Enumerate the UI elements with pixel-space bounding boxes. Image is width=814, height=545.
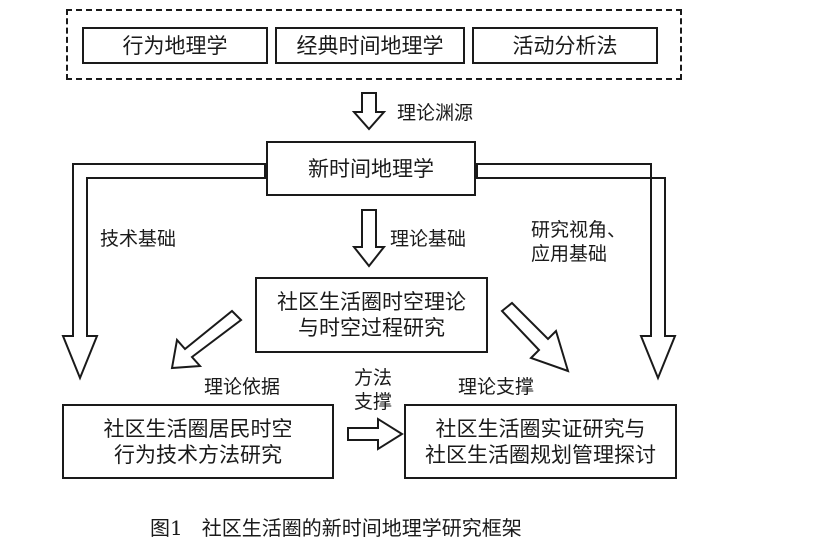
center-box-line-2: 与时空过程研究 — [298, 316, 445, 340]
right-box-line-2: 社区生活圈规划管理探讨 — [425, 442, 656, 467]
source-activity-analysis: 活动分析法 — [472, 27, 658, 64]
label-perspective-application: 研究视角、 应用基础 — [531, 218, 626, 266]
left-box-line-2: 行为技术方法研究 — [114, 442, 282, 467]
core-box-new-time-geography: 新时间地理学 — [266, 141, 476, 196]
center-box-spatiotemporal-theory: 社区生活圈时空理论 与时空过程研究 — [255, 277, 488, 353]
source-classic-time-geography: 经典时间地理学 — [275, 27, 465, 64]
label-method-line-1: 方法 — [353, 367, 392, 389]
label-theory-support: 理论支撑 — [458, 376, 535, 398]
label-perspective-line-2: 应用基础 — [531, 243, 608, 265]
label-theory-origin: 理论渊源 — [397, 102, 474, 124]
source-behavioral-geography: 行为地理学 — [82, 27, 268, 64]
figure-caption: 图1 社区生活圈的新时间地理学研究框架 — [150, 516, 522, 540]
arrow-tech-basis — [61, 163, 266, 381]
arrow-perspective — [476, 163, 677, 381]
right-box-empirical-planning: 社区生活圈实证研究与 社区生活圈规划管理探讨 — [404, 404, 677, 479]
arrow-method-support — [347, 417, 404, 451]
arrow-theory-support — [500, 301, 570, 373]
label-theory-reference: 理论依据 — [204, 376, 281, 398]
arrow-theory-origin — [351, 92, 387, 131]
label-method-support: 方法 支撑 — [350, 366, 396, 414]
left-box-behavior-methods: 社区生活圈居民时空 行为技术方法研究 — [62, 404, 334, 479]
arrow-theory-reference — [170, 309, 243, 370]
sources-container — [66, 9, 682, 80]
arrow-theory-basis — [351, 209, 387, 268]
label-perspective-line-1: 研究视角、 — [531, 219, 627, 241]
label-method-line-2: 支撑 — [353, 391, 392, 413]
center-box-line-1: 社区生活圈时空理论 — [277, 290, 466, 314]
label-tech-basis: 技术基础 — [100, 228, 177, 250]
label-theory-basis: 理论基础 — [390, 228, 467, 250]
left-box-line-1: 社区生活圈居民时空 — [103, 416, 293, 441]
right-box-line-1: 社区生活圈实证研究与 — [435, 416, 646, 441]
